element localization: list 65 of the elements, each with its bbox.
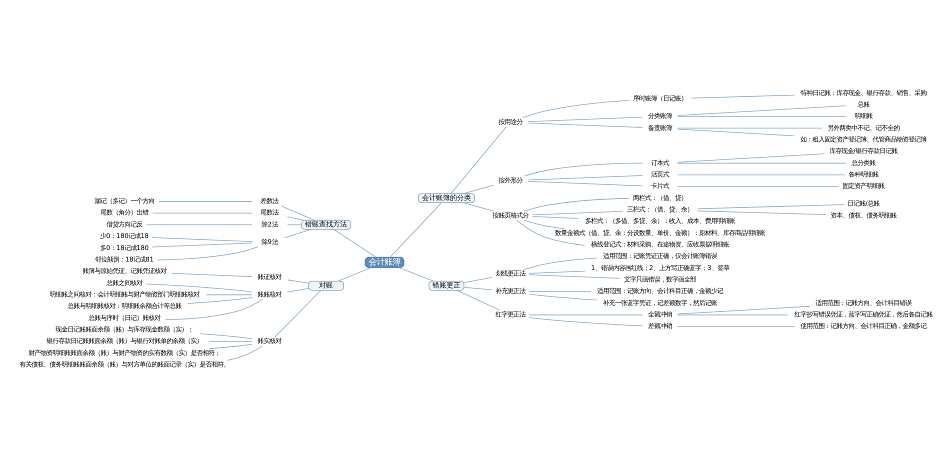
connector xyxy=(677,162,846,164)
connector xyxy=(456,290,500,311)
connector xyxy=(464,286,492,290)
connector xyxy=(158,201,252,202)
connector xyxy=(208,344,253,350)
connector xyxy=(338,267,372,282)
connector xyxy=(200,333,253,340)
connector xyxy=(287,280,309,284)
connector xyxy=(528,116,643,122)
connector xyxy=(206,294,252,296)
connector xyxy=(171,272,252,278)
connector xyxy=(516,220,585,246)
connector xyxy=(524,162,643,177)
connector xyxy=(187,297,253,304)
connector xyxy=(463,202,494,212)
connector xyxy=(528,270,586,274)
connector xyxy=(151,237,253,242)
connector xyxy=(524,220,564,230)
connector xyxy=(524,258,598,270)
connector xyxy=(528,122,643,128)
connector xyxy=(528,175,643,180)
connector xyxy=(677,186,839,187)
connector xyxy=(677,128,823,129)
connector xyxy=(146,284,253,292)
connector xyxy=(146,224,252,226)
connector xyxy=(287,224,302,226)
connector xyxy=(532,216,579,219)
connector xyxy=(677,326,795,327)
connector xyxy=(528,314,643,316)
connector xyxy=(677,174,846,176)
connector xyxy=(528,274,620,279)
connector xyxy=(528,317,643,326)
connector xyxy=(209,341,252,342)
connector xyxy=(274,290,322,338)
connector xyxy=(390,202,442,258)
connector xyxy=(284,228,312,238)
connector xyxy=(677,153,826,163)
connector xyxy=(450,126,507,194)
connector xyxy=(697,204,844,210)
connector xyxy=(677,128,795,136)
connector xyxy=(528,294,598,300)
connector xyxy=(528,180,643,186)
connector xyxy=(697,210,826,216)
connector xyxy=(287,216,304,221)
connector xyxy=(532,210,623,216)
node-box: 会计账簿 xyxy=(364,256,404,268)
connector xyxy=(677,116,846,117)
connector xyxy=(677,306,810,314)
connector xyxy=(227,346,263,361)
connector xyxy=(464,277,492,283)
connector xyxy=(463,184,494,194)
connector xyxy=(524,198,630,212)
connector xyxy=(522,100,630,118)
connector xyxy=(398,267,434,282)
connector xyxy=(156,246,258,260)
connector xyxy=(333,229,376,258)
connector xyxy=(165,299,263,320)
connector xyxy=(691,94,795,98)
connector xyxy=(280,206,316,221)
connector xyxy=(528,291,592,292)
connector xyxy=(151,242,253,248)
connector xyxy=(677,105,846,116)
connector xyxy=(677,314,788,316)
connector xyxy=(287,288,309,292)
connector xyxy=(152,212,253,214)
